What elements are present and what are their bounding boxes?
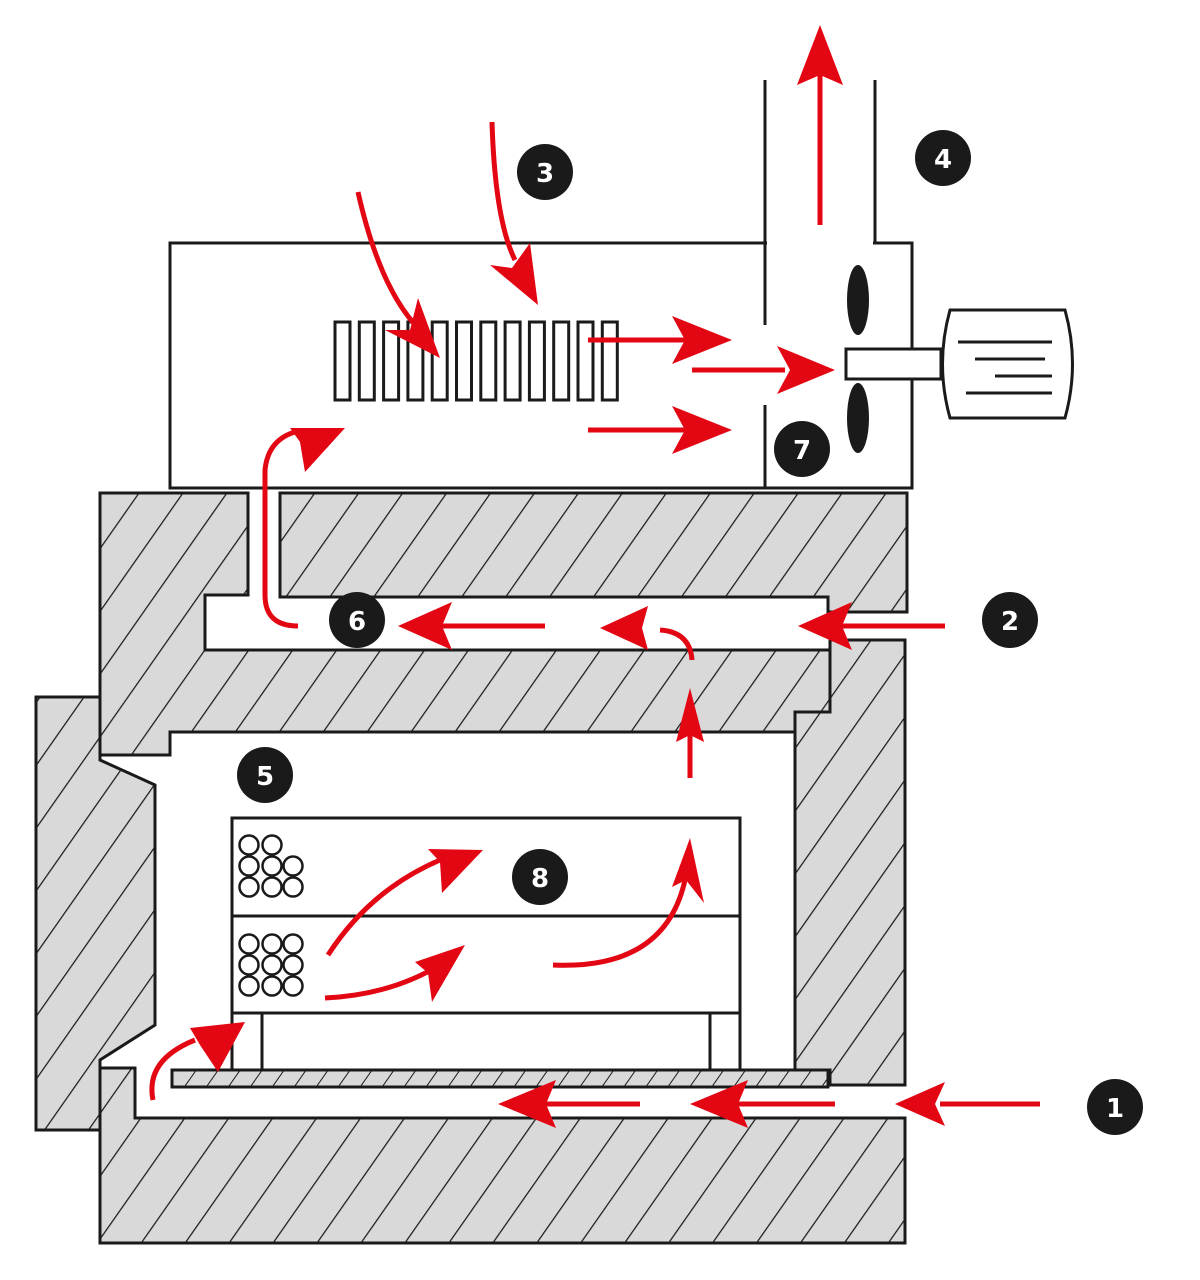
badge-3: 3	[517, 144, 573, 200]
svg-text:8: 8	[531, 864, 549, 894]
coil-icon	[261, 834, 283, 856]
svg-text:5: 5	[256, 762, 274, 792]
coil-icon	[238, 954, 260, 976]
motor-icon	[941, 308, 1074, 420]
badge-7: 7	[774, 421, 830, 477]
badge-4: 4	[915, 130, 971, 186]
badge-1: 1	[1087, 1079, 1143, 1135]
badge-6: 6	[329, 592, 385, 648]
load-tray-bottom	[230, 914, 742, 1015]
svg-text:6: 6	[348, 607, 366, 637]
coil-icon	[282, 933, 304, 955]
load-tray-top	[230, 816, 742, 918]
svg-text:2: 2	[1001, 607, 1019, 637]
coil-icon	[261, 876, 283, 898]
coil-bundle-bottom	[238, 933, 304, 997]
heat-exchanger-fin	[357, 320, 376, 402]
badge-2: 2	[982, 592, 1038, 648]
coil-icon	[238, 975, 260, 997]
svg-text:3: 3	[536, 159, 554, 189]
coil-icon	[282, 975, 304, 997]
coil-icon	[238, 834, 260, 856]
svg-text:1: 1	[1106, 1094, 1124, 1124]
coil-icon	[238, 876, 260, 898]
svg-text:7: 7	[793, 436, 811, 466]
coil-bundle-top	[238, 834, 304, 898]
coil-icon	[261, 954, 283, 976]
coil-icon	[238, 855, 260, 877]
heat-exchanger-fin	[430, 320, 449, 402]
furnace-walls	[34, 491, 909, 1245]
airflow-arrows	[149, 25, 1040, 1128]
heat-exchanger-fin	[382, 320, 401, 402]
coil-icon	[238, 933, 260, 955]
coil-icon	[282, 855, 304, 877]
badge-8: 8	[512, 849, 568, 905]
coil-icon	[261, 933, 283, 955]
hearth-plate	[170, 1068, 830, 1089]
coil-icon	[282, 954, 304, 976]
heat-exchanger-fin	[503, 320, 522, 402]
badge-5: 5	[237, 747, 293, 803]
heat-exchanger-fin	[479, 320, 498, 402]
heat-exchanger-fin	[333, 320, 352, 402]
heat-exchanger-fin	[527, 320, 546, 402]
load-rack	[230, 816, 742, 1070]
coil-icon	[261, 975, 283, 997]
heat-exchanger-fin	[455, 320, 473, 402]
heat-exchanger-fin	[552, 320, 571, 402]
heat-exchanger-fin	[576, 320, 595, 402]
svg-text:4: 4	[934, 145, 952, 175]
coil-icon	[261, 855, 283, 877]
coil-icon	[282, 876, 304, 898]
heat-exchanger-fin	[600, 320, 619, 402]
